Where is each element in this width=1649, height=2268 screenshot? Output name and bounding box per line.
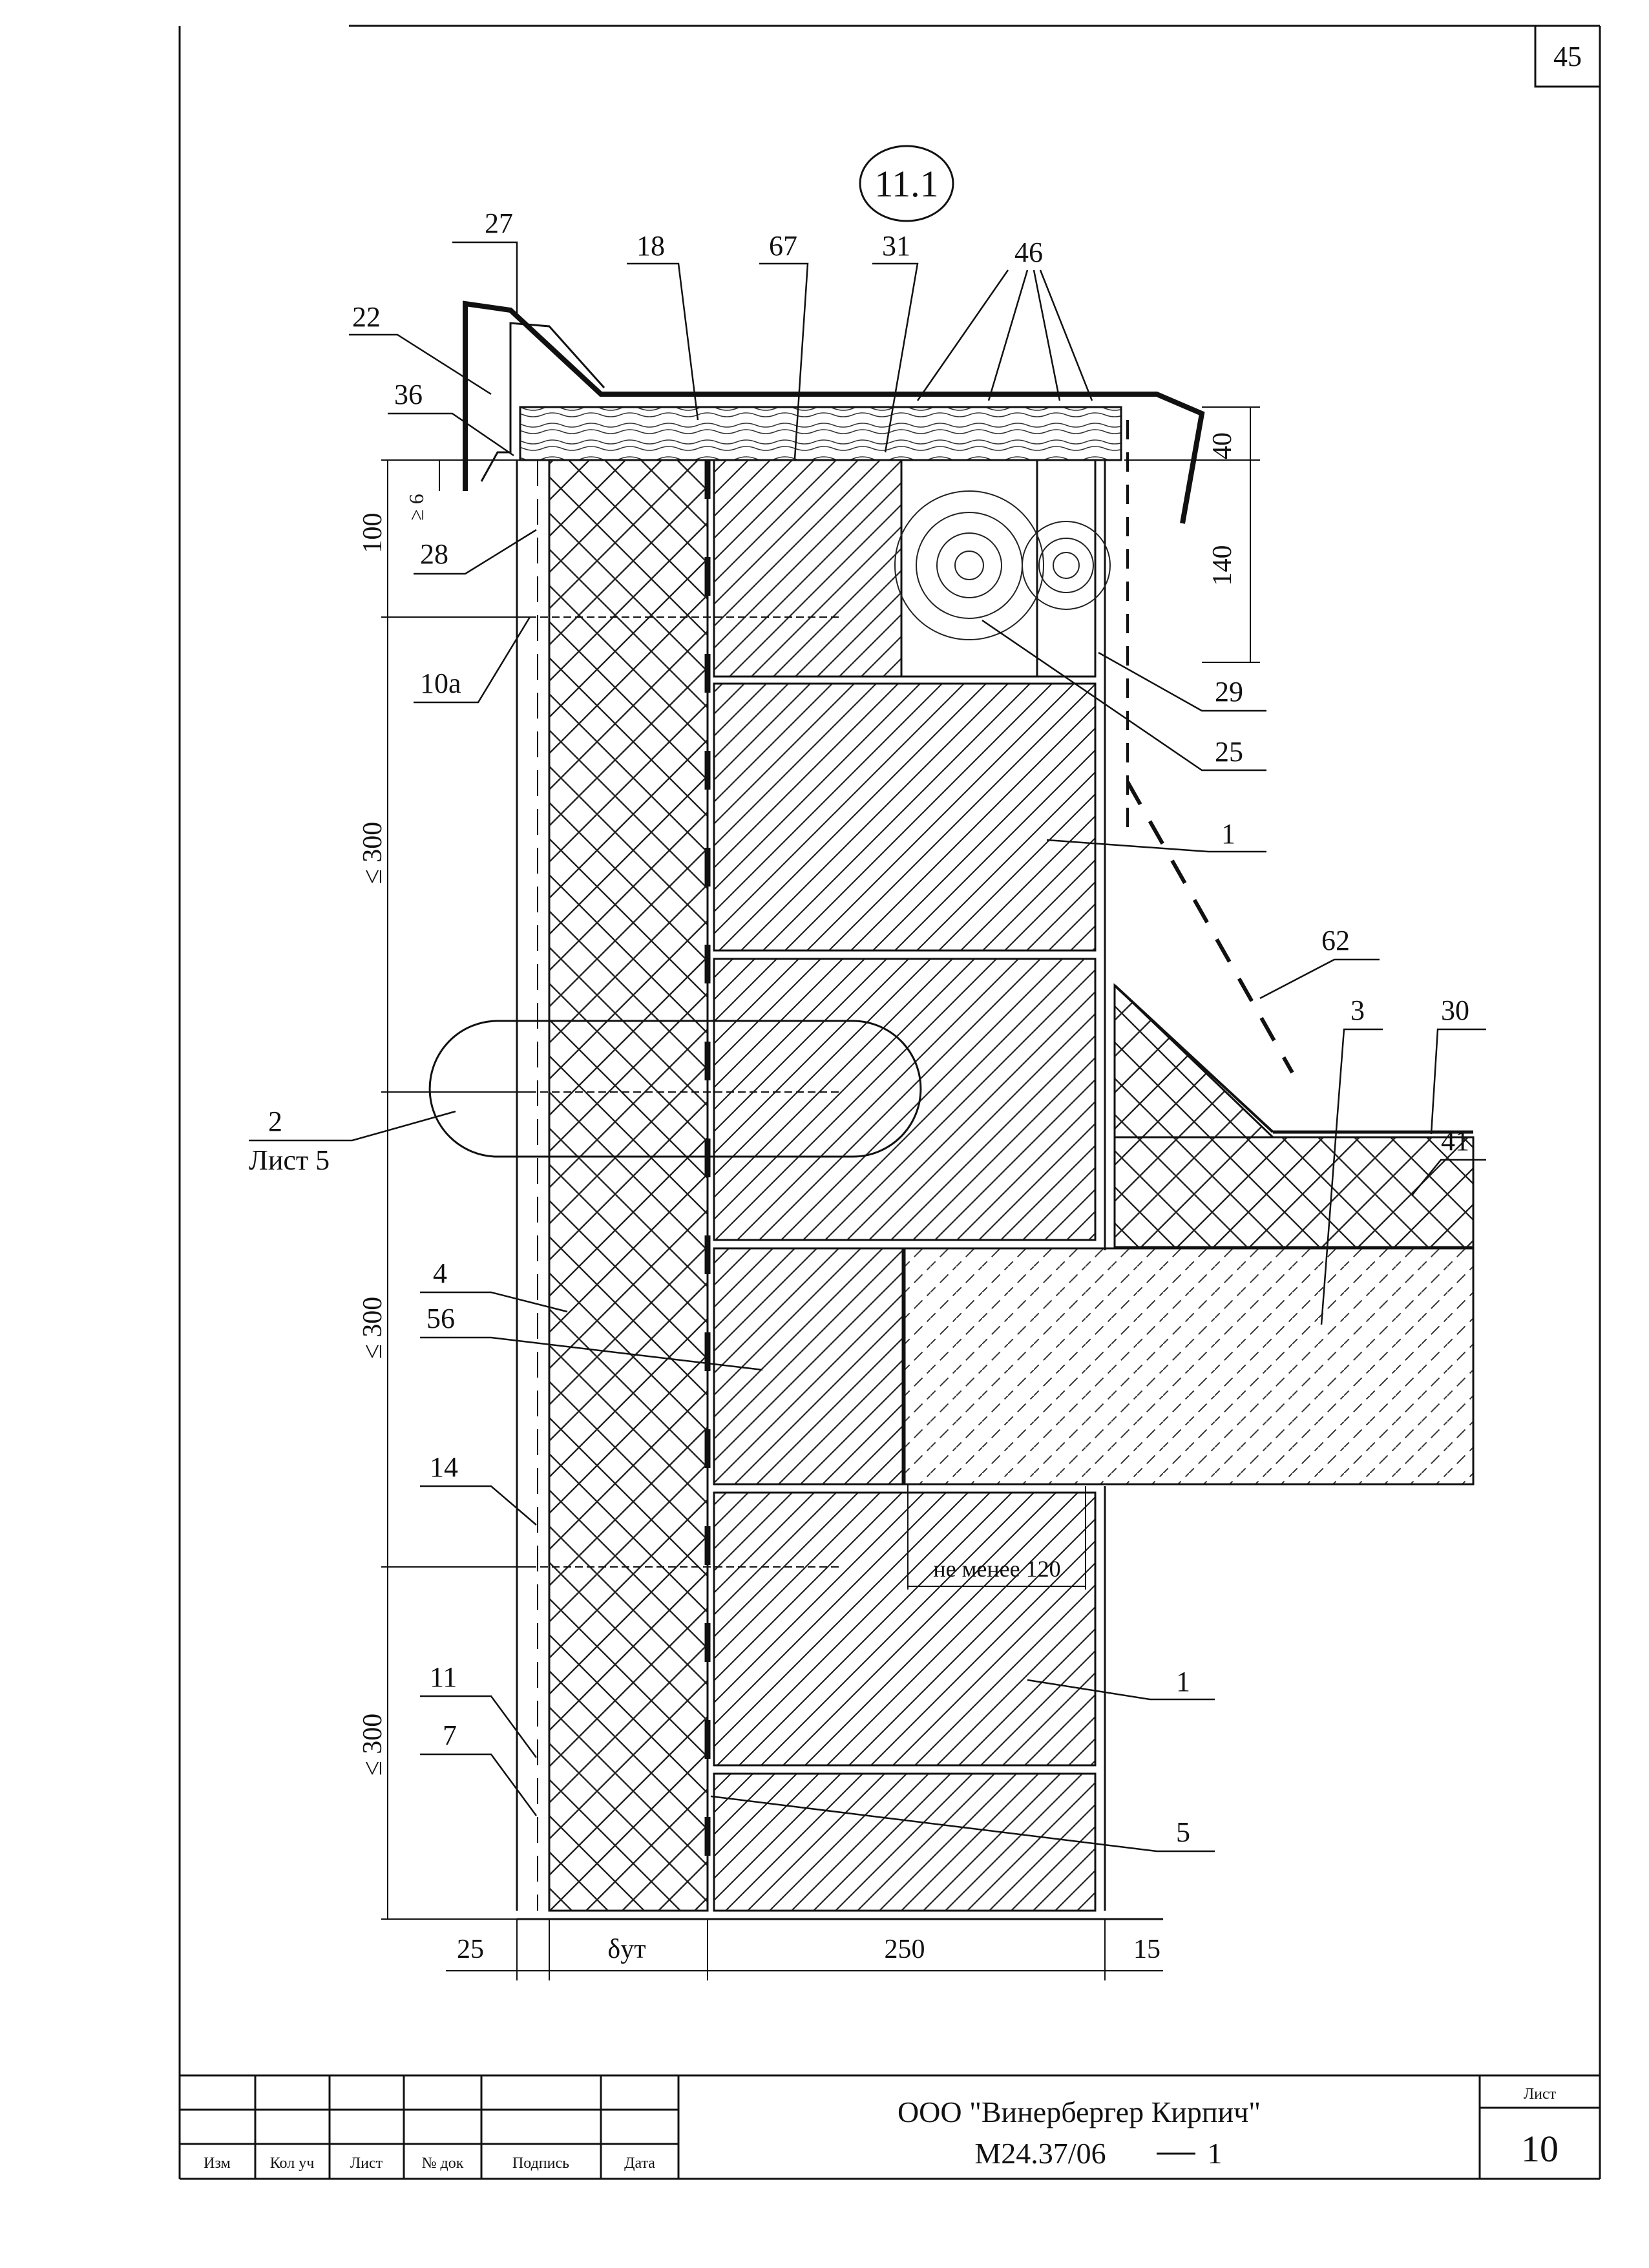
reference-bubble [428,1020,922,1158]
callout-36: 36 [394,379,423,410]
document-code: М24.37/06 [974,2137,1106,2170]
callout-30: 30 [1441,994,1469,1026]
roof-insulation [1113,1136,1475,1248]
callout-11: 11 [430,1661,457,1693]
masonry-block [713,1491,1097,1767]
leader-lines [249,241,1486,1853]
dim-bottom-insul: δут [607,1935,646,1964]
callout-22: 22 [352,301,381,333]
callout-2: 2 [268,1106,282,1137]
wooden-beam [1036,459,1097,678]
anchor-dowel [517,616,840,1568]
dim-100: 100 [358,513,388,554]
callout-7: 7 [443,1719,457,1751]
callout-labels: 27 18 67 31 46 22 36 28 10а 29 25 1 62 3… [249,207,1469,1848]
callout-27: 27 [485,207,513,239]
metal-cover [463,300,1205,524]
callout-41: 41 [1441,1125,1469,1157]
dim-bottom-250: 250 [885,1935,925,1964]
dim-140: 140 [1208,545,1237,586]
callout-2-sheet: Лист 5 [249,1144,330,1176]
callout-5: 5 [1176,1816,1190,1848]
dim-spacing-2: ≤ 300 [358,1297,388,1360]
callout-31: 31 [882,230,910,262]
callout-1-lower: 1 [1176,1666,1190,1697]
callout-14: 14 [430,1451,458,1483]
callout-67: 67 [769,230,797,262]
sheet-label: Лист [1524,2086,1557,2103]
callout-25: 25 [1215,736,1243,768]
detail-marker-label: 11.1 [874,163,938,205]
callout-28: 28 [420,538,448,570]
col-doc-num: № док [422,2155,464,2172]
col-signature: Подпись [512,2155,569,2172]
callout-46: 46 [1014,236,1043,268]
masonry-block [713,1772,1097,1912]
company-name: ООО "Винербергер Кирпич" [898,2095,1261,2128]
floor-slab [903,1247,1475,1486]
col-kol-uch: Кол уч [270,2155,315,2172]
wall-section [428,300,1475,1920]
dimension-labels: 40 140 100 ≥ 6 ≤ 300 ≤ 300 ≤ 300 25 δут … [358,432,1237,1964]
masonry-block [713,682,1097,952]
callout-10a: 10а [420,667,461,699]
document-sheet-num: 1 [1208,2137,1223,2170]
dimension-lines [381,406,1260,1980]
masonry-block [713,1247,904,1486]
dim-40: 40 [1208,432,1237,459]
callout-62: 62 [1321,925,1350,956]
sheet-frame [178,25,1601,2180]
callout-18: 18 [636,230,665,262]
wooden-cap [519,406,1122,461]
masonry-block [713,958,1097,1241]
page-number-box: 45 [1534,26,1600,88]
dim-min-120: не менее 120 [933,1556,1060,1582]
sheet-value: 10 [1521,2128,1559,2170]
callout-56: 56 [426,1303,455,1334]
col-list: Лист [350,2155,383,2172]
col-date: Дата [624,2155,655,2172]
callout-1-upper: 1 [1221,818,1235,850]
callout-29: 29 [1215,676,1243,708]
callout-3: 3 [1350,994,1365,1026]
dim-spacing-1: ≤ 300 [358,822,388,885]
title-block-columns: Изм Кол уч Лист № док Подпись Дата Лист [204,2086,1556,2172]
detail-marker: 11.1 [859,145,954,222]
dim-bottom-25: 25 [457,1935,484,1964]
insulation-layer [548,459,709,1912]
col-izm: Изм [204,2155,231,2172]
masonry-block [713,459,903,678]
title-block [180,2074,1600,2179]
dim-6: ≥ 6 [404,494,428,521]
dim-bottom-15: 15 [1133,1935,1161,1964]
page-number: 45 [1553,41,1582,72]
dim-spacing-3: ≤ 300 [358,1714,388,1776]
callout-4: 4 [433,1257,447,1289]
